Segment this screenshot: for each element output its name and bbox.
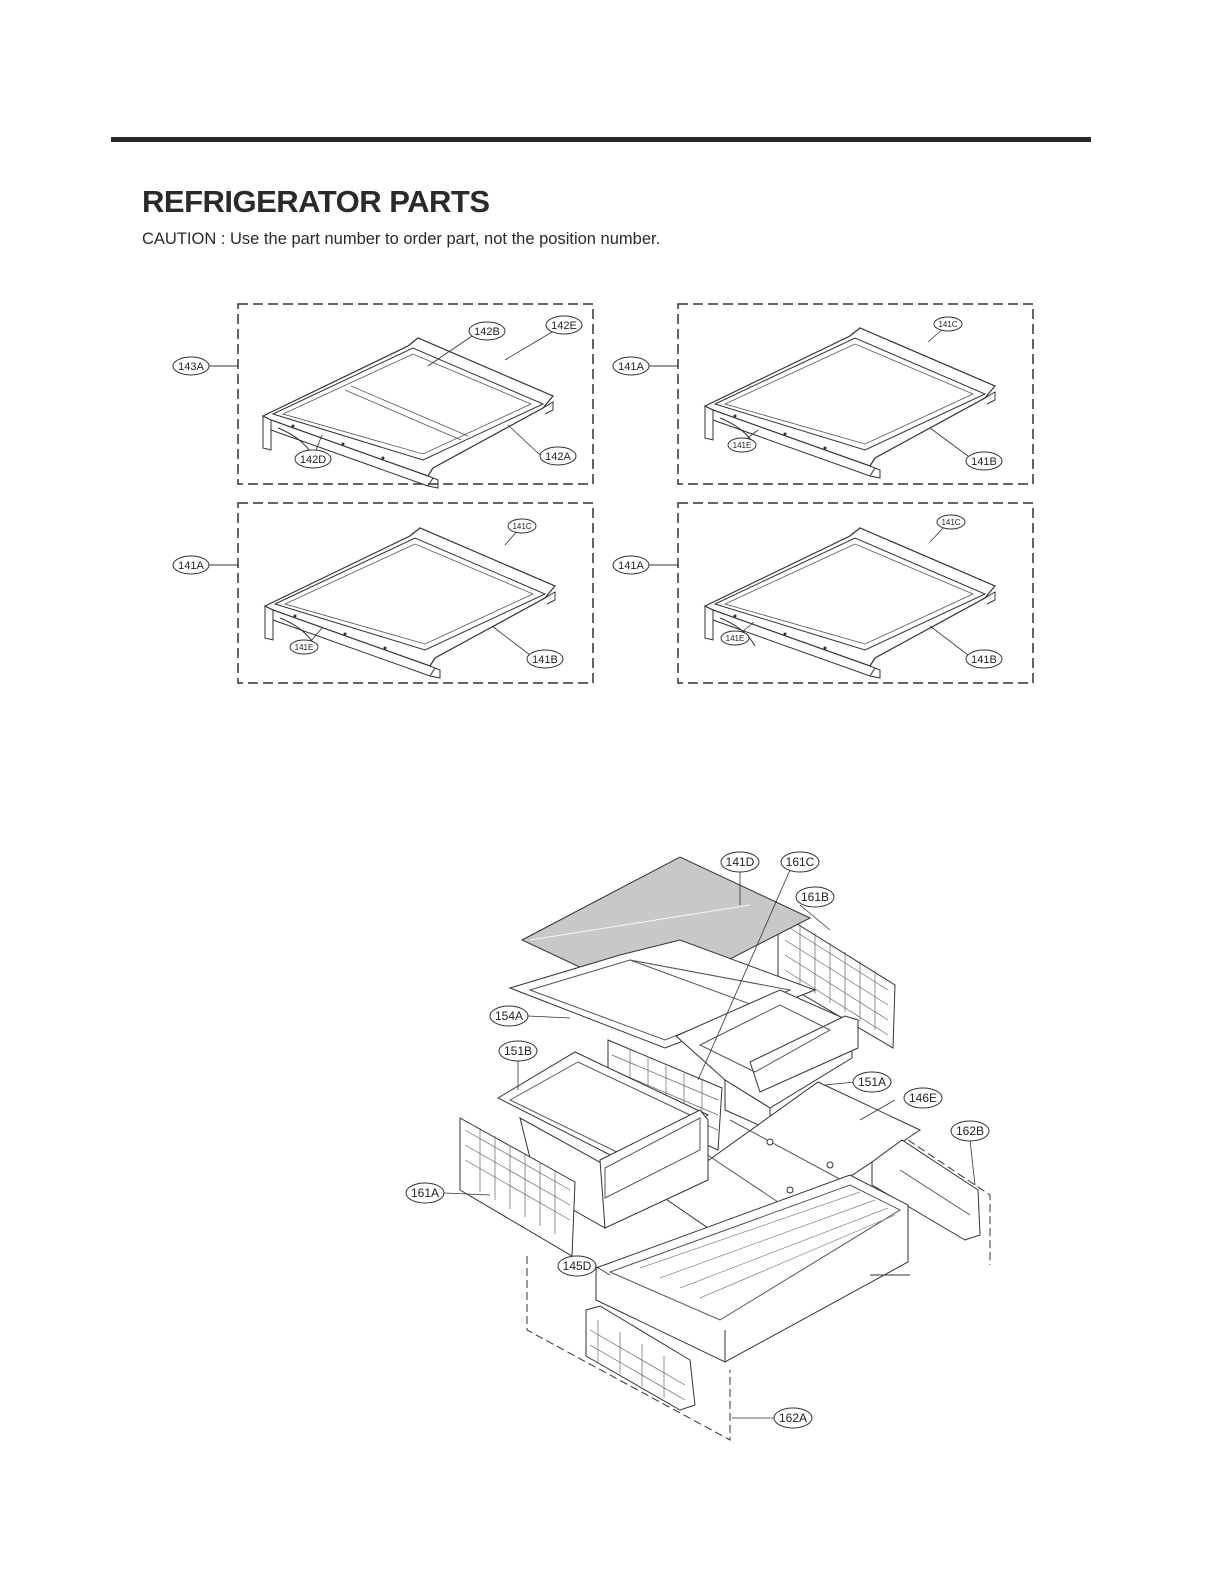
callout-143a: 143A: [178, 361, 204, 373]
callout-146e: 146E: [909, 1091, 937, 1105]
crisper-assembly: [443, 856, 991, 1441]
shelf-panel-141a-bottom-left: 141A 141C 141E 141B: [172, 502, 594, 684]
callout-151b: 151B: [504, 1044, 532, 1058]
callout-141a: 141A: [618, 560, 644, 572]
callout-142a: 142A: [545, 451, 571, 463]
callout-142e: 142E: [551, 320, 577, 332]
shelf-panel-141a-bottom-right: 141A 141C 141E 141B: [612, 502, 1034, 684]
callout-141e: 141E: [726, 634, 745, 643]
callout-162a: 162A: [779, 1411, 807, 1425]
callout-161a: 161A: [411, 1186, 439, 1200]
top-rule: [111, 137, 1091, 142]
callout-141e: 141E: [295, 643, 314, 652]
callout-141c: 141C: [941, 518, 960, 527]
callout-151a: 151A: [858, 1075, 886, 1089]
callout-142b: 142B: [474, 326, 500, 338]
callout-161c: 161C: [786, 855, 815, 869]
shelf-panel-141a-top-right: 141A 141C 141E 141B: [612, 303, 1034, 485]
callout-141a: 141A: [178, 560, 204, 572]
callout-141b: 141B: [532, 654, 558, 666]
caution-note: CAUTION : Use the part number to order p…: [142, 230, 661, 248]
callout-154a: 154A: [495, 1009, 523, 1023]
shelf-panel-143a: 143A 142B 142E 142D 142A: [172, 303, 594, 489]
callout-142d: 142D: [300, 454, 326, 466]
callout-141a: 141A: [618, 361, 644, 373]
assembly-callouts: 141D 161C 161B 154A 151B 151A 146E 162B …: [405, 851, 990, 1429]
callout-141b: 141B: [971, 654, 997, 666]
callout-145d: 145D: [563, 1259, 592, 1273]
callout-141c: 141C: [938, 320, 957, 329]
callout-141e: 141E: [733, 441, 752, 450]
callout-141b: 141B: [971, 456, 997, 468]
callout-141d: 141D: [726, 855, 755, 869]
page-title: REFRIGERATOR PARTS: [142, 184, 490, 219]
callout-162b: 162B: [956, 1124, 984, 1138]
callout-161b: 161B: [801, 890, 829, 904]
callout-141c: 141C: [512, 522, 531, 531]
